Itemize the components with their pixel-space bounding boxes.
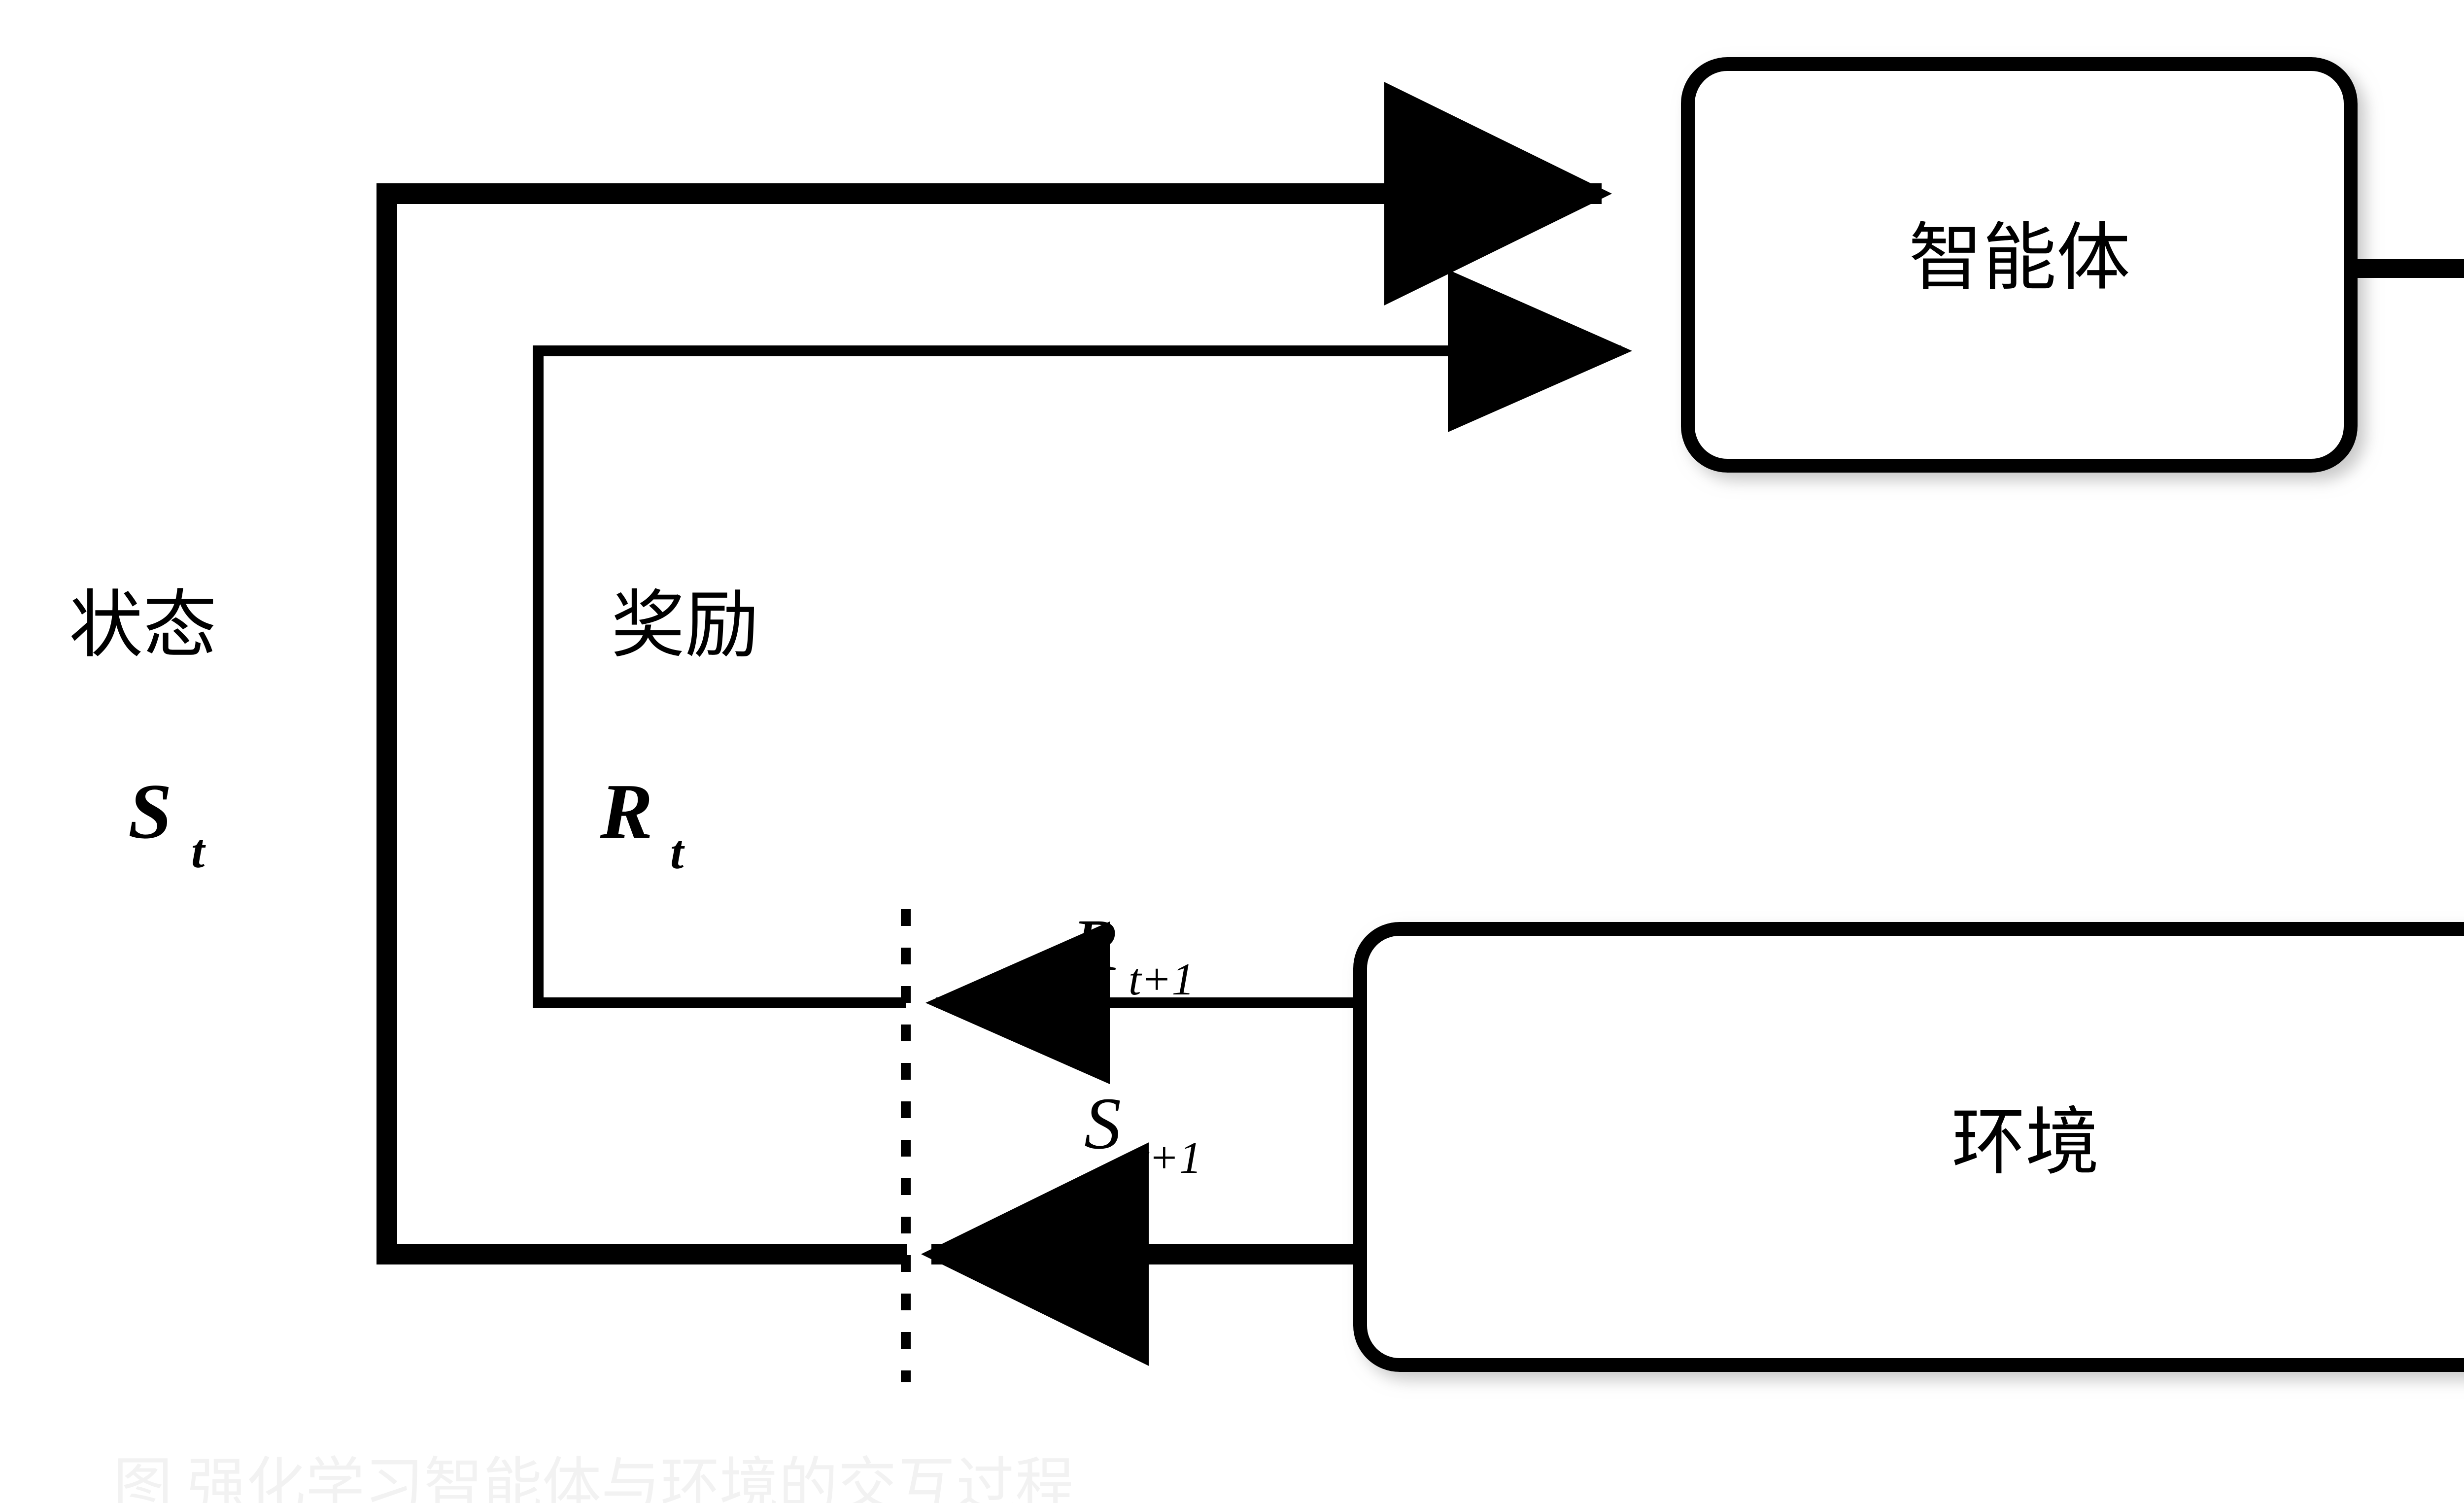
label-reward: 奖励 R t xyxy=(600,585,759,879)
reward-math-symbol: R xyxy=(600,767,653,855)
label-state: 状态 S t xyxy=(69,585,217,878)
state-next-subscript: t+1 xyxy=(1136,1132,1202,1183)
reward-cjk-label: 奖励 xyxy=(611,585,759,667)
node-environment[interactable]: 环境 xyxy=(1353,922,2464,1372)
label-state-next: S t+1 xyxy=(1084,1083,1202,1183)
reward-return-path xyxy=(533,270,1632,1008)
label-reward-next: R t+1 xyxy=(1071,904,1195,1004)
agent-label: 智能体 xyxy=(1909,217,2130,299)
node-agent[interactable]: 智能体 xyxy=(1681,57,2358,473)
state-math-symbol: S xyxy=(128,767,172,855)
state-next-symbol: S xyxy=(1084,1083,1121,1164)
environment-label: 环境 xyxy=(1951,1102,2099,1184)
edge-state-feedback xyxy=(376,82,1612,1366)
edge-reward-feedback xyxy=(533,270,1632,1084)
reward-math-subscript: t xyxy=(670,826,685,879)
state-math-subscript: t xyxy=(191,825,206,878)
state-cjk-label: 状态 xyxy=(69,585,217,667)
environment-box-shape xyxy=(1353,922,2464,1372)
reward-next-symbol: R xyxy=(1071,904,1117,986)
figure-caption: 图 强化学习智能体与环境的交互过程 xyxy=(113,1453,1074,1503)
state-return-path xyxy=(376,82,1612,1264)
reward-next-subscript: t+1 xyxy=(1129,954,1195,1004)
